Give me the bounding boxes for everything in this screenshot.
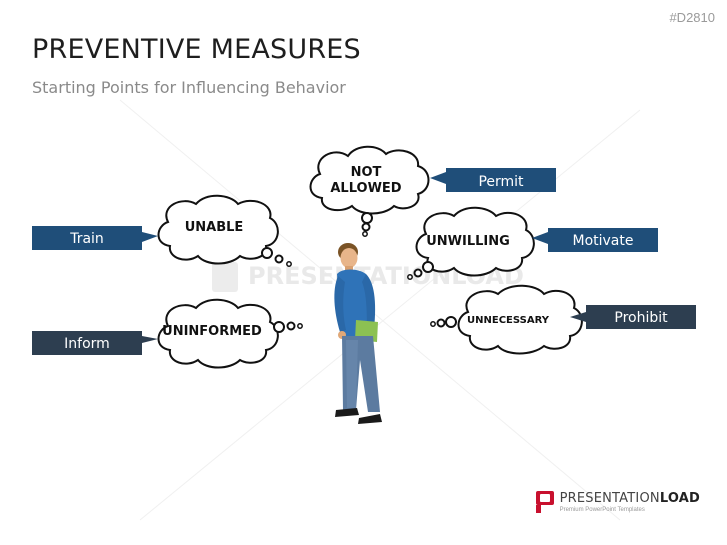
thought-uninformed: UNINFORMED	[157, 298, 303, 369]
measure-label-inform: Inform	[64, 336, 110, 352]
measure-inform: Inform	[32, 331, 158, 355]
presentationload-logo-icon	[535, 491, 554, 513]
logo-name: PRESENTATIONLOAD	[560, 492, 700, 505]
measure-label-motivate: Motivate	[573, 233, 634, 249]
logo-name-light: PRESENTATION	[559, 490, 660, 506]
person-figure	[334, 243, 382, 424]
measure-label-prohibit: Prohibit	[614, 310, 668, 326]
logo-name-bold: LOAD	[659, 490, 700, 506]
thought-unnecessary: UNNECESSARY	[430, 284, 583, 355]
thought-label-allowed: ALLOWED	[330, 181, 401, 196]
measure-label-train: Train	[69, 231, 104, 247]
measure-train: Train	[32, 226, 158, 250]
thought-label-not: NOT	[351, 165, 382, 180]
slide-id: #D2810	[669, 10, 715, 25]
measure-prohibit: Prohibit	[570, 305, 696, 329]
thought-label-unnecessary: UNNECESSARY	[467, 315, 550, 326]
measure-permit: Permit	[430, 168, 556, 192]
thought-unable: UNABLE	[157, 194, 292, 267]
thought-label-unable: UNABLE	[185, 220, 244, 235]
measure-motivate: Motivate	[532, 228, 658, 252]
page-title: PREVENTIVE MEASURES	[32, 34, 361, 65]
measure-label-permit: Permit	[478, 174, 524, 190]
thought-label-uninformed: UNINFORMED	[162, 324, 262, 339]
presentationload-logo: PRESENTATIONLOAD Premium PowerPoint Temp…	[535, 491, 700, 513]
page-subtitle: Starting Points for Influencing Behavior	[32, 78, 346, 97]
thought-unwilling: UNWILLING	[407, 206, 535, 280]
logo-tagline: Premium PowerPoint Templates	[559, 506, 645, 513]
thought-label-unwilling: UNWILLING	[426, 234, 510, 249]
thought-not-allowed: NOT ALLOWED	[309, 145, 430, 237]
